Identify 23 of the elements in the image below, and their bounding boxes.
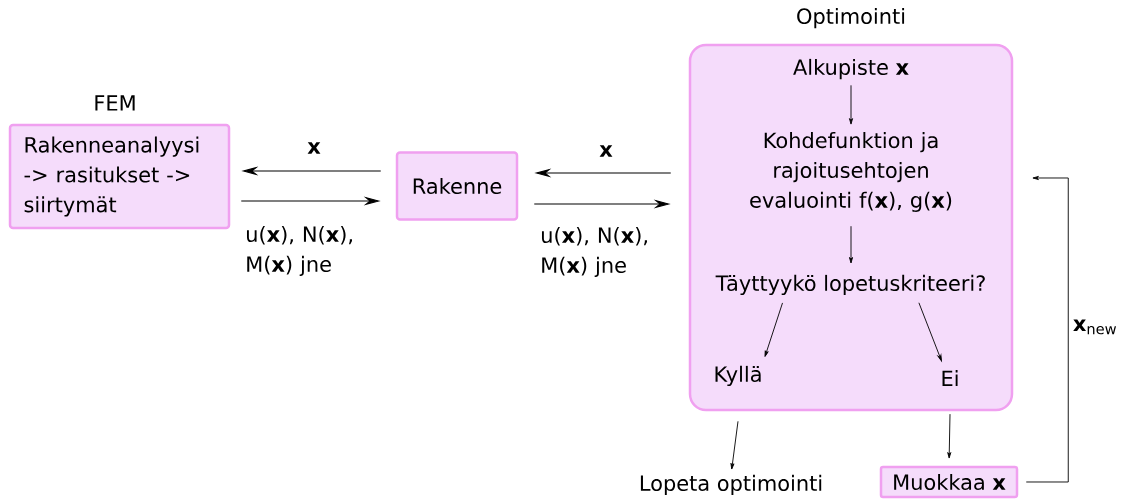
step-text: Täyttyykö lopetuskriteeri?: [715, 274, 985, 296]
process-box: Rakenneanalyysi -> rasitukset -> siirtymät: [8, 123, 231, 230]
arrow: [849, 225, 853, 264]
step-text: Alkupiste x: [793, 58, 909, 80]
edge-label: x$_{new}$: [1073, 319, 1116, 335]
box-heading: Optimointi: [797, 7, 905, 29]
arrow: [764, 302, 783, 357]
arrow: [849, 84, 853, 125]
step-text: Kohdefunktion ja rajoitusehtojen evaluointi f(x), g(x): [750, 132, 952, 212]
arrow: [1025, 176, 1069, 483]
edge-label: u(x), N(x), M(x) jne: [247, 225, 352, 277]
process-box: Rakenne: [395, 151, 519, 221]
edge-label: u(x), N(x), M(x) jne: [542, 226, 647, 278]
arrow: [730, 420, 739, 470]
step-text: Ei: [942, 370, 958, 386]
step-text: Kyllä: [715, 365, 761, 387]
process-box: Muokkaa x: [879, 465, 1019, 499]
edge-label: x: [599, 145, 613, 157]
arrow: [947, 413, 952, 459]
arrow: [918, 302, 942, 362]
box-heading: FEM: [95, 95, 135, 111]
step-text: Lopeta optimointi: [640, 474, 822, 496]
edge-label: x: [307, 142, 321, 154]
